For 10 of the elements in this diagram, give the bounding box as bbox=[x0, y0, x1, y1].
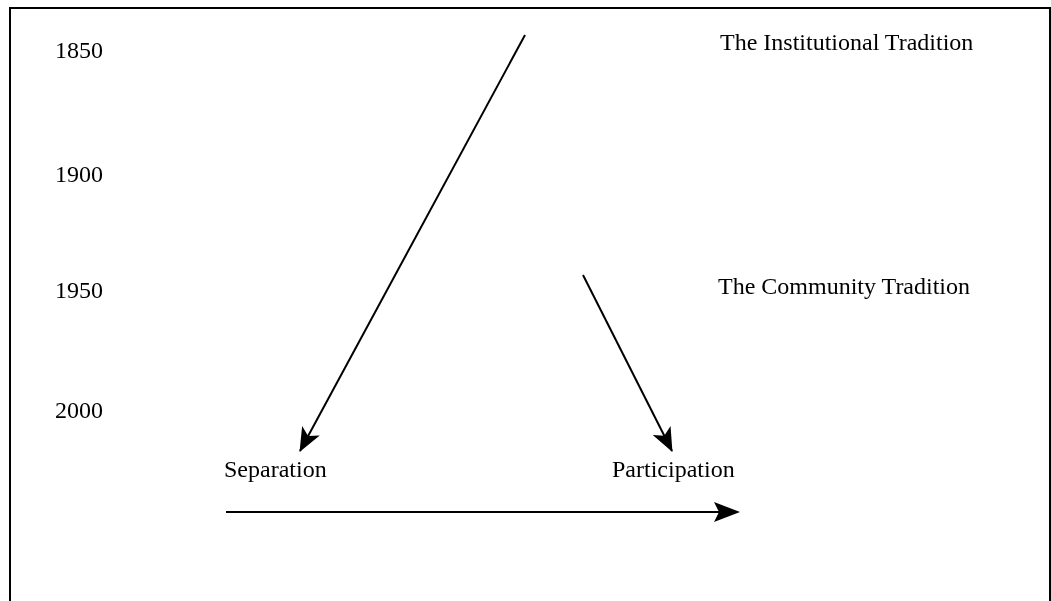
arrow bbox=[299, 34, 526, 452]
year-label: 2000 bbox=[55, 396, 103, 424]
year-label: 1850 bbox=[55, 36, 103, 64]
tradition-label: The Community Tradition bbox=[718, 272, 971, 300]
tradition-label: The Institutional Tradition bbox=[720, 28, 974, 56]
arrow bbox=[582, 274, 673, 452]
year-label: 1950 bbox=[55, 276, 103, 304]
year-label: 1900 bbox=[55, 160, 103, 188]
stage-label: Separation bbox=[224, 455, 327, 483]
stage-label: Participation bbox=[612, 455, 735, 483]
